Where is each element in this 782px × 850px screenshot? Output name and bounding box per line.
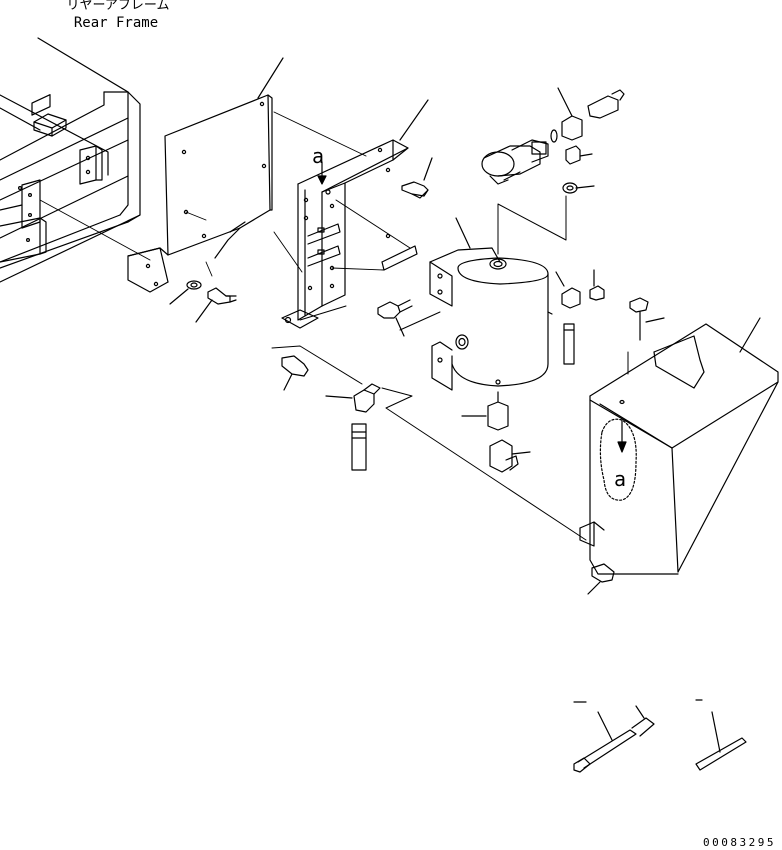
coupling-assembly bbox=[482, 140, 548, 184]
adapter-top-right bbox=[588, 90, 624, 118]
plug bbox=[590, 270, 604, 300]
hose-pipe-left bbox=[352, 424, 366, 470]
bolt-lower-left bbox=[282, 356, 308, 390]
cover-bolt-bottom bbox=[588, 564, 614, 594]
tee-fitting-side bbox=[556, 272, 580, 308]
washer-right bbox=[563, 183, 594, 193]
drain-nut bbox=[462, 392, 508, 430]
tee-fitting-top bbox=[558, 88, 582, 140]
cover-bracket-bottom bbox=[580, 522, 604, 546]
ring-seal bbox=[551, 130, 557, 142]
rear-frame bbox=[0, 38, 140, 282]
washer-left bbox=[170, 281, 201, 304]
frame-bracket-top bbox=[32, 95, 50, 115]
bolt-channel-mid bbox=[378, 300, 412, 336]
assembly-lines bbox=[40, 112, 384, 276]
elbow-fitting bbox=[326, 384, 380, 412]
air-tank bbox=[430, 218, 552, 390]
channel-bracket: a bbox=[282, 100, 428, 328]
piping-lines bbox=[272, 196, 628, 540]
bolt-left bbox=[196, 288, 236, 322]
drain-valve bbox=[490, 440, 530, 472]
hose-pipe-right bbox=[564, 324, 574, 364]
title-japanese: リヤーアフレーム bbox=[66, 0, 169, 13]
drawing-number: 00083295 bbox=[703, 836, 776, 849]
cover-bolt-top bbox=[630, 298, 664, 340]
view-marker-a-top: a bbox=[312, 144, 324, 168]
title-english: Rear Frame bbox=[74, 15, 158, 31]
mounting-panel bbox=[128, 58, 283, 292]
tank-cover: a bbox=[590, 318, 778, 574]
view-marker-a-cover: a bbox=[614, 467, 626, 491]
hose-assembly-spare bbox=[574, 702, 654, 772]
nipple-fitting bbox=[566, 146, 592, 164]
pipe-spare bbox=[696, 700, 746, 770]
bolt-channel-top bbox=[402, 158, 432, 198]
